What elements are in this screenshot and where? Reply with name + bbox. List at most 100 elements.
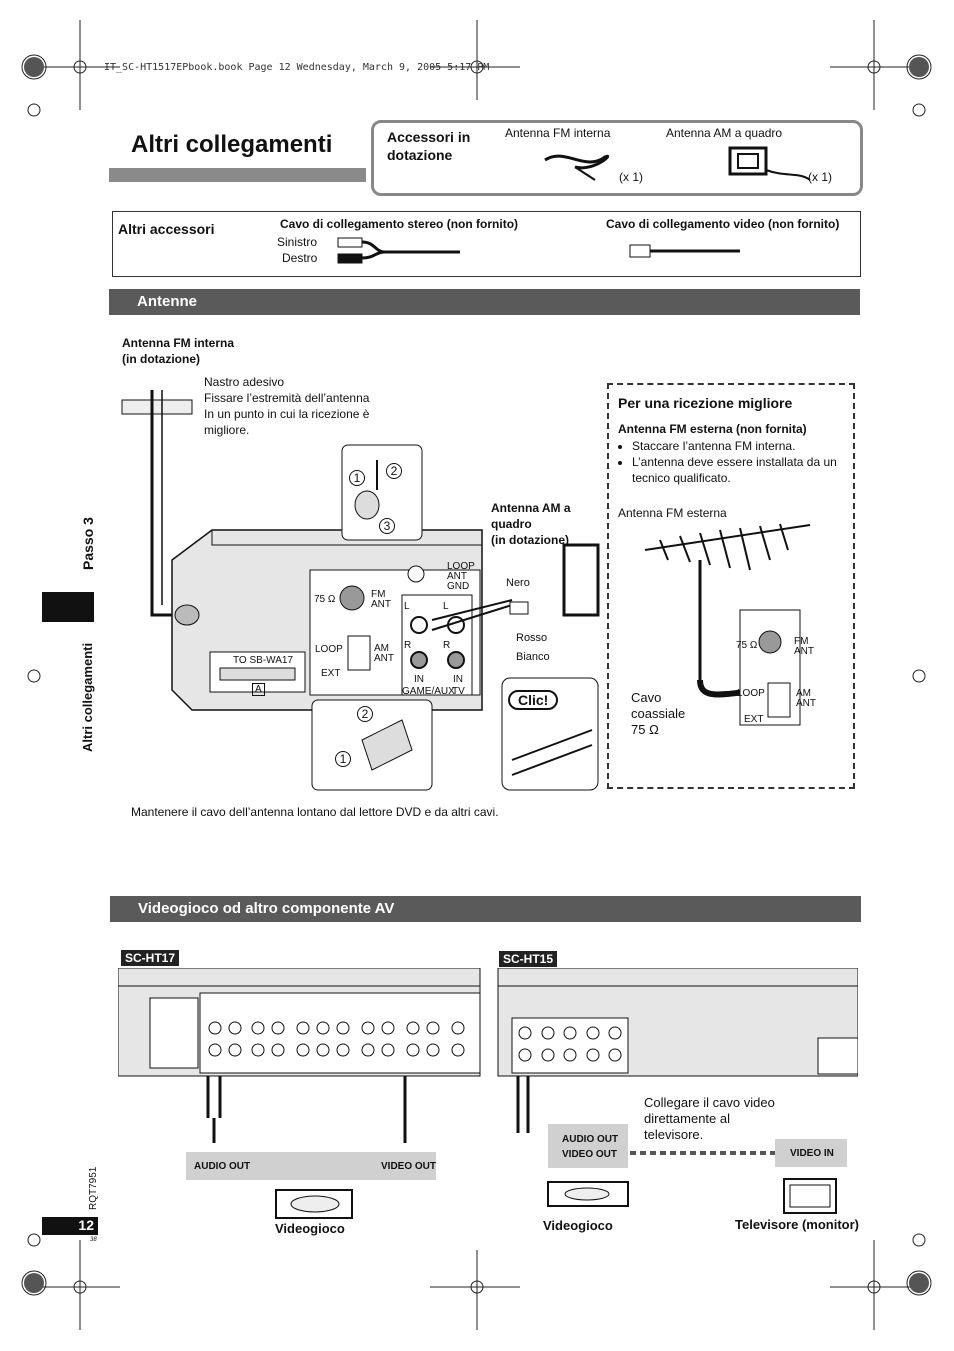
- device-label-left: Videogioco: [275, 1221, 345, 1236]
- tv-icon: [783, 1178, 837, 1214]
- right-label: Destro: [282, 251, 318, 265]
- model-tag-ht17: SC-HT17: [121, 950, 180, 966]
- am-loop-label: Antenna AM a quadro (in dotazione): [491, 500, 571, 548]
- nero-label: Nero: [506, 577, 530, 589]
- page-title: Altri collegamenti: [131, 131, 333, 158]
- audio-out-label-ht15: AUDIO OUT: [562, 1134, 619, 1145]
- tv-label: Televisore (monitor): [735, 1217, 860, 1232]
- a-mark: A: [252, 683, 265, 696]
- tv-input-band: [775, 1139, 847, 1167]
- am-antenna-label: Antenna AM a quadro: [666, 126, 783, 140]
- tape-note: Nastro adesivo Fissare l’estremità dell’…: [204, 374, 369, 438]
- antenne-section-bar: Antenne: [109, 289, 860, 315]
- video-note-line: televisore.: [644, 1127, 704, 1142]
- panel-text: FM: [371, 589, 386, 600]
- panel-r-1: R: [404, 640, 412, 651]
- loop-label: LOOP: [315, 644, 343, 655]
- step-1-top: 1: [349, 470, 365, 486]
- panel-text: ANT: [374, 653, 394, 664]
- videogioco-section-bar: Videogioco od altro componente AV: [110, 896, 861, 922]
- step-2-bottom: 2: [357, 706, 373, 722]
- model-tag-ht15: SC-HT15: [499, 951, 558, 967]
- better-reception-box: [607, 383, 855, 789]
- fm-ant-outdoor: FM ANT: [794, 637, 814, 657]
- doc-code: RQT7951: [88, 1166, 99, 1210]
- video-note-line: direttamente al: [644, 1111, 730, 1126]
- video-note: Collegare il cavo video direttamente al …: [644, 1095, 775, 1143]
- panel-l-1: L: [404, 601, 410, 612]
- antenna-footnote: Mantenere il cavo dell’antenna lontano d…: [131, 805, 499, 819]
- panel-text: LOOP: [447, 561, 475, 572]
- left-label: Sinistro: [277, 235, 318, 249]
- page-number: 12: [42, 1217, 98, 1235]
- supplied-antenna-drawings: [544, 146, 811, 181]
- step-1-bottom: 1: [335, 751, 351, 767]
- cable-drawings: [337, 237, 740, 264]
- panel-text: ANT: [794, 646, 814, 657]
- output-band-ht17: [186, 1152, 436, 1180]
- other-accessories-heading: Altri accessori: [118, 221, 215, 237]
- game-console-icon-left: [275, 1189, 353, 1219]
- fm-indoor-label-2: (in dotazione): [122, 352, 200, 366]
- panel-text: ANT: [796, 698, 816, 709]
- stereo-cable-label: Cavo di collegamento stereo (non fornito…: [280, 217, 519, 231]
- fm-quantity: (x 1): [619, 170, 643, 184]
- page-sub: 38: [90, 1237, 97, 1243]
- am-loop-label-line: Antenna AM a: [491, 501, 571, 515]
- panel-in-1: IN: [414, 674, 424, 685]
- outdoor-antenna-drawing: [644, 523, 811, 726]
- video-in-label: VIDEO IN: [790, 1148, 834, 1159]
- game-aux-label: GAME/AUX: [402, 686, 455, 697]
- side-tab-label: Passo 3: [80, 517, 96, 570]
- panel-text: ANT: [371, 599, 391, 610]
- av-connection-drawing: [118, 968, 858, 1155]
- video-note-line: Collegare il cavo video: [644, 1095, 775, 1110]
- video-out-label-ht17: VIDEO OUT: [381, 1161, 437, 1172]
- am-quantity: (x 1): [808, 170, 832, 184]
- step-2-top: 2: [386, 463, 402, 479]
- panel-in-2: IN: [453, 674, 463, 685]
- panel-text: ANT: [447, 571, 467, 582]
- side-tab-marker: [42, 592, 94, 622]
- panel-text: AM: [796, 688, 811, 699]
- am-loop-label-line: quadro: [491, 517, 532, 531]
- rosso-label: Rosso: [516, 632, 548, 644]
- tape-note-line: Fissare l’estremità dell’antenna: [204, 391, 370, 405]
- outdoor-antenna-label: Antenna FM esterna: [618, 506, 727, 520]
- video-out-label-ht15: VIDEO OUT: [562, 1149, 618, 1160]
- panel-text: FM: [794, 636, 809, 647]
- game-console-icon-right: [547, 1181, 629, 1207]
- coax-line: coassiale: [631, 706, 686, 721]
- ohm-label-outdoor: 75 Ω: [736, 640, 758, 651]
- clic-callout: Clic!: [508, 690, 559, 710]
- side-section-label: Altri collegamenti: [80, 642, 95, 752]
- tape-note-line: In un punto in cui la ricezione è: [204, 407, 370, 421]
- tv-label: TV: [452, 686, 465, 697]
- ohm-label: 75 Ω: [314, 594, 336, 605]
- am-loop-label-line: (in dotazione): [491, 533, 569, 547]
- am-ant-outdoor: AM ANT: [796, 689, 816, 709]
- fm-ant-label: FM ANT: [371, 590, 391, 610]
- coax-line: Cavo: [631, 690, 662, 705]
- audio-out-label-ht17: AUDIO OUT: [194, 1161, 251, 1172]
- title-underline: [109, 168, 366, 182]
- coax-label: Cavo coassiale 75 Ω: [631, 690, 685, 738]
- bianco-label: Bianco: [516, 651, 550, 663]
- supplied-accessories-box: [371, 120, 863, 196]
- better-reception-bullets: Staccare l’antenna FM interna. L’antenna…: [618, 438, 843, 486]
- tape-note-line: Nastro adesivo: [204, 375, 285, 389]
- file-header: IT_SC-HT1517EPbook.book Page 12 Wednesda…: [104, 62, 490, 73]
- loop-outdoor: LOOP: [737, 688, 765, 699]
- fm-indoor-label-1: Antenna FM interna: [122, 336, 235, 350]
- output-band-ht15: [548, 1124, 628, 1168]
- tape-note-line: migliore.: [204, 423, 250, 437]
- panel-text: GND: [447, 581, 470, 592]
- better-reception-title: Per una ricezione migliore: [618, 395, 793, 411]
- coax-line: 75 Ω: [631, 722, 659, 737]
- panel-r-2: R: [443, 640, 451, 651]
- to-sbwa17-label: TO SB-WA17: [233, 655, 294, 666]
- panel-text: AM: [374, 643, 389, 654]
- bullet-item: L’antenna deve essere installata da un t…: [632, 454, 843, 486]
- am-ant-label: AM ANT: [374, 644, 394, 664]
